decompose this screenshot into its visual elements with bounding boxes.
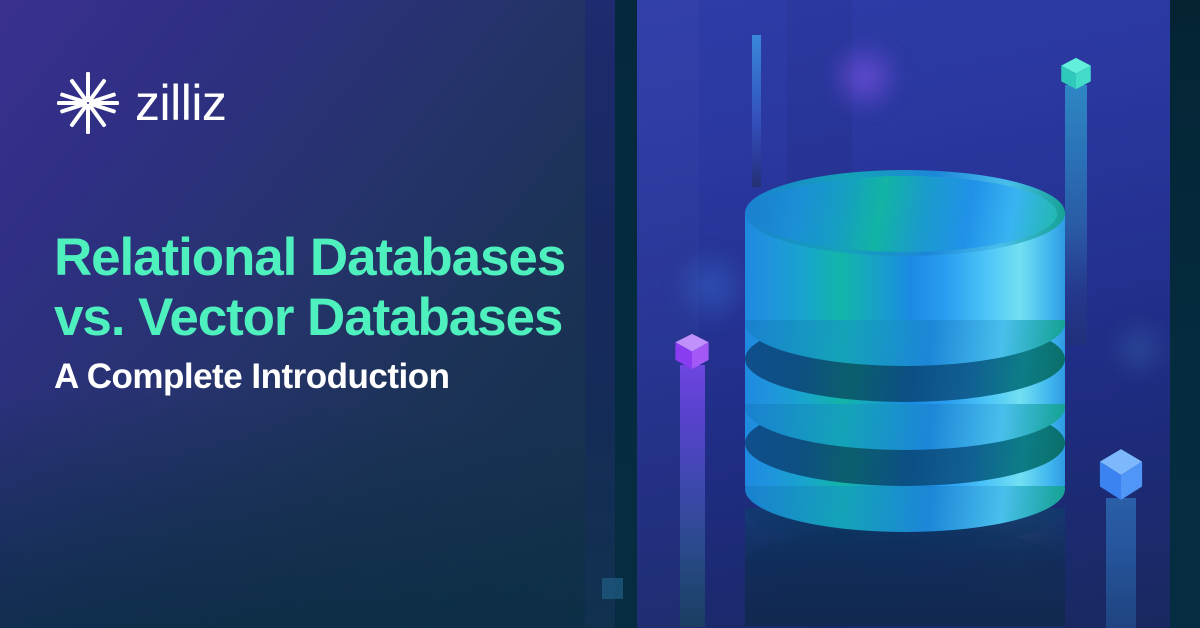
small-flat-square-icon [602, 578, 623, 599]
headline-line-2: vs. Vector Databases [54, 288, 563, 348]
brand-name: zilliz [135, 75, 227, 131]
teal-cube-icon [1061, 57, 1091, 90]
thin-accent-bar-icon [752, 35, 761, 187]
blue-cube-icon [1099, 449, 1143, 500]
background-band-navy [585, 0, 615, 628]
asterisk-star-icon [57, 72, 119, 134]
brand-logo[interactable]: zilliz [55, 70, 227, 136]
teal-bar-icon [1065, 85, 1087, 345]
page-subtitle: A Complete Introduction [54, 357, 450, 396]
purple-cube-icon [675, 333, 709, 370]
database-cylinder-icon [745, 168, 1065, 568]
headline-line-1: Relational Databases [54, 228, 566, 287]
page-title: Relational Databases vs. Vector Database… [54, 228, 624, 349]
blue-bar-icon [1106, 498, 1136, 628]
background-band-teal [615, 0, 637, 628]
purple-bar-icon [680, 365, 705, 627]
background-band-right-edge [1170, 0, 1200, 628]
